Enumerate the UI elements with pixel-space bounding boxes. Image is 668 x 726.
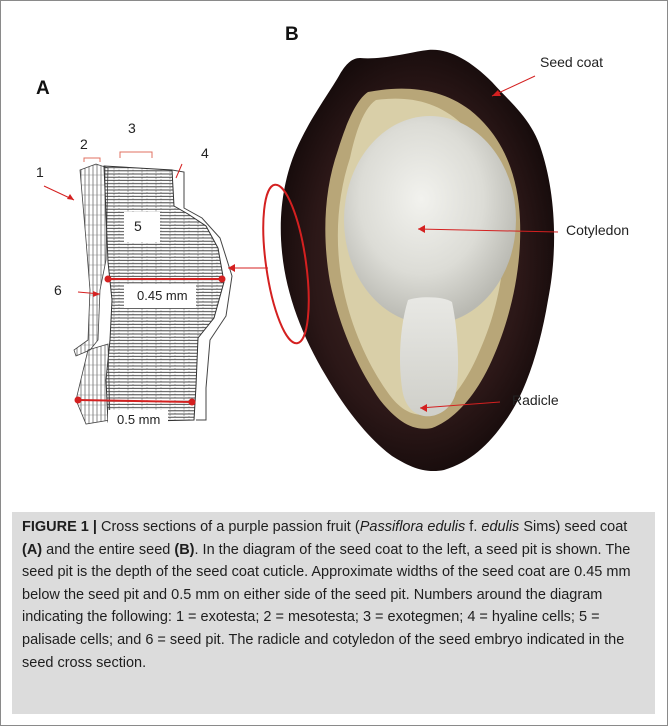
caption-text-4: and the entire seed	[42, 542, 174, 558]
figure-caption: FIGURE 1 | Cross sections of a purple pa…	[22, 516, 647, 674]
caption-ref-a: (A)	[22, 542, 42, 558]
caption-form: edulis	[481, 519, 519, 535]
caption-ref-b: (B)	[174, 542, 194, 558]
label-6-seed-pit: 6	[54, 282, 62, 298]
caption-label: FIGURE 1 |	[22, 519, 97, 535]
label-cotyledon: Cotyledon	[566, 222, 629, 238]
measure-label-0-5mm: 0.5 mm	[117, 412, 160, 427]
figure-1: A B	[0, 0, 668, 500]
label-radicle: Radicle	[512, 392, 559, 408]
figure-caption-box: FIGURE 1 | Cross sections of a purple pa…	[12, 512, 655, 714]
seed-coat-diagram	[0, 0, 668, 500]
label-4-hyaline-cells: 4	[201, 145, 209, 161]
label-2-mesotesta: 2	[80, 136, 88, 152]
caption-text-2: f.	[465, 519, 481, 535]
label-3-exotegmen: 3	[128, 120, 136, 136]
measure-label-0-45mm: 0.45 mm	[137, 288, 188, 303]
label-seed-coat: Seed coat	[540, 54, 603, 70]
caption-text-5: . In the diagram of the seed coat to the…	[22, 542, 631, 671]
caption-species: Passiflora edulis	[360, 519, 466, 535]
caption-text-1: Cross sections of a purple passion fruit…	[97, 519, 360, 535]
caption-text-3: Sims) seed coat	[519, 519, 627, 535]
label-5-palisade-cells: 5	[134, 218, 142, 234]
label-1-exotesta: 1	[36, 164, 44, 180]
